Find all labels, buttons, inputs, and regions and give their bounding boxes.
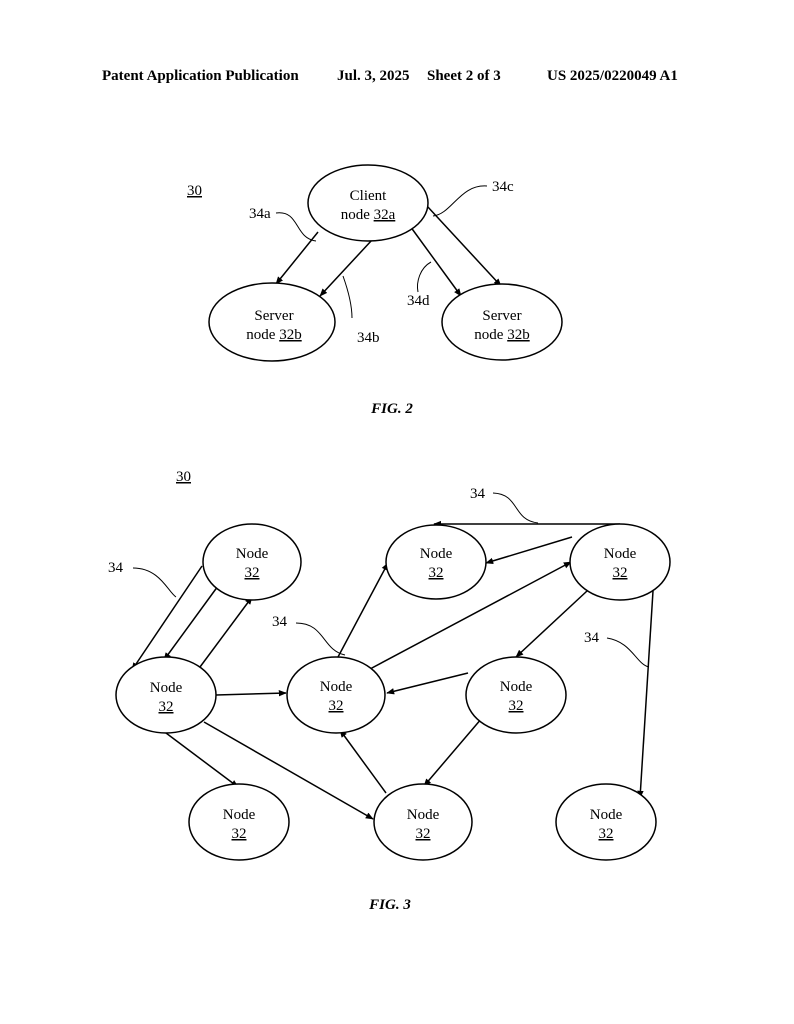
edge-f-to-e (386, 672, 469, 695)
edge-a-to-i (203, 721, 374, 820)
node-a (115, 656, 217, 734)
label-34-right: 34 (584, 630, 600, 646)
node-b-ref: 32 (245, 565, 260, 581)
node-f-ref: 32 (509, 698, 524, 714)
label-34c: 34c (492, 179, 514, 195)
fig2-caption: FIG. 2 (370, 401, 413, 417)
edge-34b (319, 239, 373, 297)
label-34-mid: 34 (272, 614, 288, 630)
edge-i-to-e (339, 729, 387, 794)
fig3-leaders (132, 492, 650, 668)
node-a-ref: 32 (159, 699, 174, 715)
node-j (555, 783, 657, 861)
node-d (569, 523, 671, 601)
server-left-line2: node 32b (246, 327, 301, 343)
edge-34a (275, 231, 319, 285)
edge-b-to-a-2 (163, 585, 219, 661)
patent-number: US 2025/0220049 A1 (547, 68, 678, 84)
figure-3: 30 (108, 469, 671, 913)
node-j-ref: 32 (599, 826, 614, 842)
node-h-label: Node (223, 807, 256, 823)
server-node-right (441, 283, 563, 361)
server-left-line1: Server (254, 308, 293, 324)
publication-title: Patent Application Publication (102, 68, 299, 84)
edge-f-to-i (423, 717, 483, 787)
node-a-label: Node (150, 680, 183, 696)
node-i (373, 783, 473, 861)
node-e (286, 656, 386, 734)
page-header: Patent Application Publication Jul. 3, 2… (0, 68, 794, 90)
node-h-ref: 32 (232, 826, 247, 842)
leader-34a (275, 212, 317, 242)
node-f-label: Node (500, 679, 533, 695)
node-b (202, 523, 302, 601)
client-node-line2: node 32a (341, 207, 396, 223)
node-c (385, 524, 487, 600)
label-34-top: 34 (470, 486, 486, 502)
leader-34c (432, 185, 488, 217)
node-j-label: Node (590, 807, 623, 823)
node-c-ref: 32 (429, 565, 444, 581)
edge-34c (426, 205, 502, 287)
fig3-caption: FIG. 3 (368, 897, 411, 913)
node-d-ref: 32 (613, 565, 628, 581)
leader-34-left (132, 567, 177, 598)
figure-2: 30 Client node 32a Server node 32b Serve… (187, 164, 563, 417)
client-node-line1: Client (350, 188, 387, 204)
edge-b-to-a (131, 565, 203, 671)
node-i-ref: 32 (416, 826, 431, 842)
label-34d: 34d (407, 293, 430, 309)
node-e-ref: 32 (329, 698, 344, 714)
fig3-node-labels: Node 32 Node 32 Node 32 Node 32 Node 32 … (150, 546, 637, 842)
node-c-label: Node (420, 546, 453, 562)
publication-date: Jul. 3, 2025 (337, 68, 410, 84)
sheet-number: Sheet 2 of 3 (427, 68, 501, 84)
edge-d-to-c (485, 536, 573, 564)
edge-a-to-h (165, 732, 239, 788)
node-i-label: Node (407, 807, 440, 823)
edge-a-to-b (199, 596, 253, 668)
edge-e-to-d (369, 561, 572, 670)
leader-34b (342, 275, 353, 319)
leader-34-top (492, 492, 539, 524)
edge-34d (409, 225, 462, 297)
client-node (307, 164, 429, 242)
leader-34-mid (295, 622, 346, 656)
label-34a: 34a (249, 206, 271, 222)
leader-34d (417, 261, 432, 293)
edge-d-to-j (637, 590, 654, 799)
node-b-label: Node (236, 546, 269, 562)
fig2-ref-label: 30 (187, 183, 202, 199)
fig3-ref-label: 30 (176, 469, 191, 485)
fig3-edges (131, 520, 654, 820)
node-f (465, 656, 567, 734)
edge-e-to-c (337, 562, 389, 658)
node-e-label: Node (320, 679, 353, 695)
edge-a-to-e (215, 690, 287, 697)
server-node-left (208, 282, 336, 362)
node-d-label: Node (604, 546, 637, 562)
leader-34-right (606, 637, 650, 668)
label-34b: 34b (357, 330, 380, 346)
node-h (188, 783, 290, 861)
label-34-left: 34 (108, 560, 124, 576)
edge-d-to-f (515, 590, 588, 658)
fig3-nodes (115, 523, 671, 861)
server-right-line1: Server (482, 308, 521, 324)
server-right-line2: node 32b (474, 327, 529, 343)
